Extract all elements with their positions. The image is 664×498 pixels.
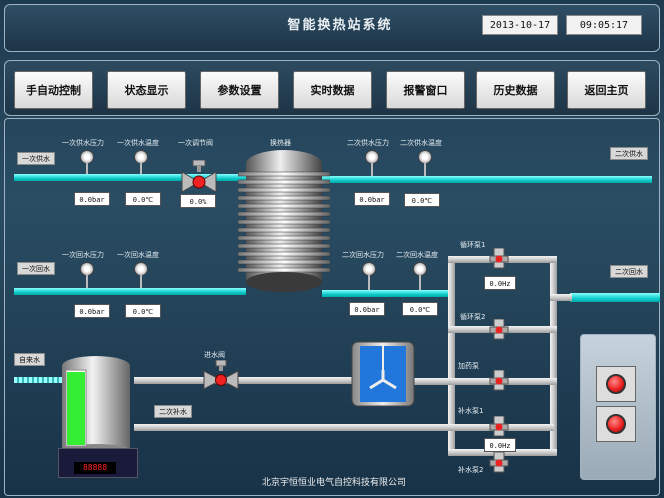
manifold-outlet — [550, 294, 572, 301]
p1-valve-label: 一次调节阀 — [178, 139, 213, 147]
p1-supply-temp-label: 一次供水温度 — [117, 139, 159, 147]
process-diagram — [4, 118, 660, 496]
status-display-button[interactable]: 状态显示 — [107, 71, 186, 109]
makeup-pump-1-label: 补水泵1 — [458, 407, 484, 415]
p2-return-pressure-label: 二次回水压力 — [342, 251, 384, 259]
secondary-return-pipe-right — [570, 293, 660, 302]
tank-level-fill — [67, 372, 85, 445]
gauge-stem — [419, 275, 421, 290]
secondary-manifold-left — [448, 256, 455, 456]
inlet-valve-icon[interactable] — [202, 360, 240, 390]
pressure-gauge-icon — [80, 150, 94, 164]
history-data-button[interactable]: 历史数据 — [476, 71, 555, 109]
makeup-pump-2-icon[interactable] — [488, 452, 510, 474]
makeup-pump-frequency: 0.0Hz — [484, 438, 516, 452]
heat-exchanger[interactable] — [238, 150, 330, 298]
secondary-manifold-right — [550, 256, 557, 456]
thermometer-icon — [134, 262, 148, 276]
dosing-line — [412, 378, 557, 385]
p1-return-temp-value: 0.0℃ — [125, 304, 161, 318]
tap-water-pipe — [14, 377, 64, 383]
alarm-window-button[interactable]: 报警窗口 — [386, 71, 465, 109]
p2-supply-temp-value: 0.0℃ — [404, 193, 440, 207]
p2-return-temp-value: 0.0℃ — [402, 302, 438, 316]
gauge-stem — [371, 163, 373, 176]
p1-supply-pressure-label: 一次供水压力 — [62, 139, 104, 147]
tank-level-display: 88888 — [74, 462, 116, 474]
secondary-makeup-tag: 二次补水 — [154, 405, 192, 418]
gauge-stem — [86, 275, 88, 288]
p1-return-pressure-value: 0.0bar — [74, 304, 110, 318]
gauge-stem — [140, 163, 142, 174]
primary-supply-tag: 一次供水 — [17, 152, 55, 165]
gauge-stem — [140, 275, 142, 288]
pressure-gauge-icon — [365, 150, 379, 164]
tap-water-tag: 自来水 — [14, 353, 45, 366]
circ-pump-2-label: 循环泵2 — [460, 313, 486, 321]
realtime-data-button[interactable]: 实时数据 — [293, 71, 372, 109]
p1-return-temp-label: 一次回水温度 — [117, 251, 159, 259]
circ-pump-1-label: 循环泵1 — [460, 241, 486, 249]
alarm-light-1[interactable] — [606, 374, 626, 394]
p2-supply-pressure-label: 二次供水压力 — [347, 139, 389, 147]
p1-supply-temp-value: 0.0℃ — [125, 192, 161, 206]
alarm-light-1-frame — [596, 366, 636, 402]
time-display: 09:05:17 — [566, 15, 642, 35]
inlet-water-line — [134, 377, 360, 384]
control-valve-icon[interactable] — [180, 160, 218, 192]
thermometer-icon — [413, 262, 427, 276]
inlet-valve-label: 进水阀 — [204, 351, 225, 359]
pressure-gauge-icon — [80, 262, 94, 276]
parameter-settings-button[interactable]: 参数设置 — [200, 71, 279, 109]
p2-supply-temp-label: 二次供水温度 — [400, 139, 442, 147]
alarm-light-2[interactable] — [606, 414, 626, 434]
p1-return-pressure-label: 一次回水压力 — [62, 251, 104, 259]
makeup-pump-2-label: 补水泵2 — [458, 466, 484, 474]
gauge-stem — [86, 163, 88, 174]
circ-pump-1-icon[interactable] — [488, 248, 510, 270]
p1-valve-value: 0.0% — [180, 194, 216, 208]
circ-pump-2-icon[interactable] — [488, 319, 510, 341]
secondary-return-tag: 二次回水 — [610, 265, 648, 278]
primary-return-pipe — [14, 288, 246, 295]
date-display: 2013-10-17 — [482, 15, 558, 35]
water-tank[interactable] — [56, 356, 140, 456]
dosing-tank[interactable] — [350, 340, 416, 408]
system-title: 智能换热站系统 — [287, 18, 393, 33]
p1-supply-pressure-value: 0.0bar — [74, 192, 110, 206]
circ-pump-frequency: 0.0Hz — [484, 276, 516, 290]
primary-supply-pipe — [14, 174, 246, 181]
secondary-supply-pipe — [322, 176, 652, 183]
thermometer-icon — [134, 150, 148, 164]
primary-return-tag: 一次回水 — [17, 262, 55, 275]
thermometer-icon — [418, 150, 432, 164]
pressure-gauge-icon — [362, 262, 376, 276]
manual-auto-control-button[interactable]: 手自动控制 — [14, 71, 93, 109]
secondary-return-pipe-left — [322, 290, 448, 297]
dosing-pump-label: 加药泵 — [458, 362, 479, 370]
makeup-pump-1-icon[interactable] — [488, 416, 510, 438]
company-name: 北京宇恒恒业电气自控科技有限公司 — [262, 478, 407, 488]
heat-exchanger-label: 换热器 — [270, 139, 291, 147]
gauge-stem — [368, 275, 370, 290]
alarm-light-2-frame — [596, 406, 636, 442]
secondary-supply-tag: 二次供水 — [610, 147, 648, 160]
p2-return-pressure-value: 0.0bar — [349, 302, 385, 316]
gauge-stem — [424, 163, 426, 176]
dosing-pump-icon[interactable] — [488, 370, 510, 392]
p2-return-temp-label: 二次回水温度 — [396, 251, 438, 259]
return-home-button[interactable]: 返回主页 — [567, 71, 646, 109]
makeup-water-line — [134, 424, 554, 431]
p2-supply-pressure-value: 0.0bar — [354, 192, 390, 206]
